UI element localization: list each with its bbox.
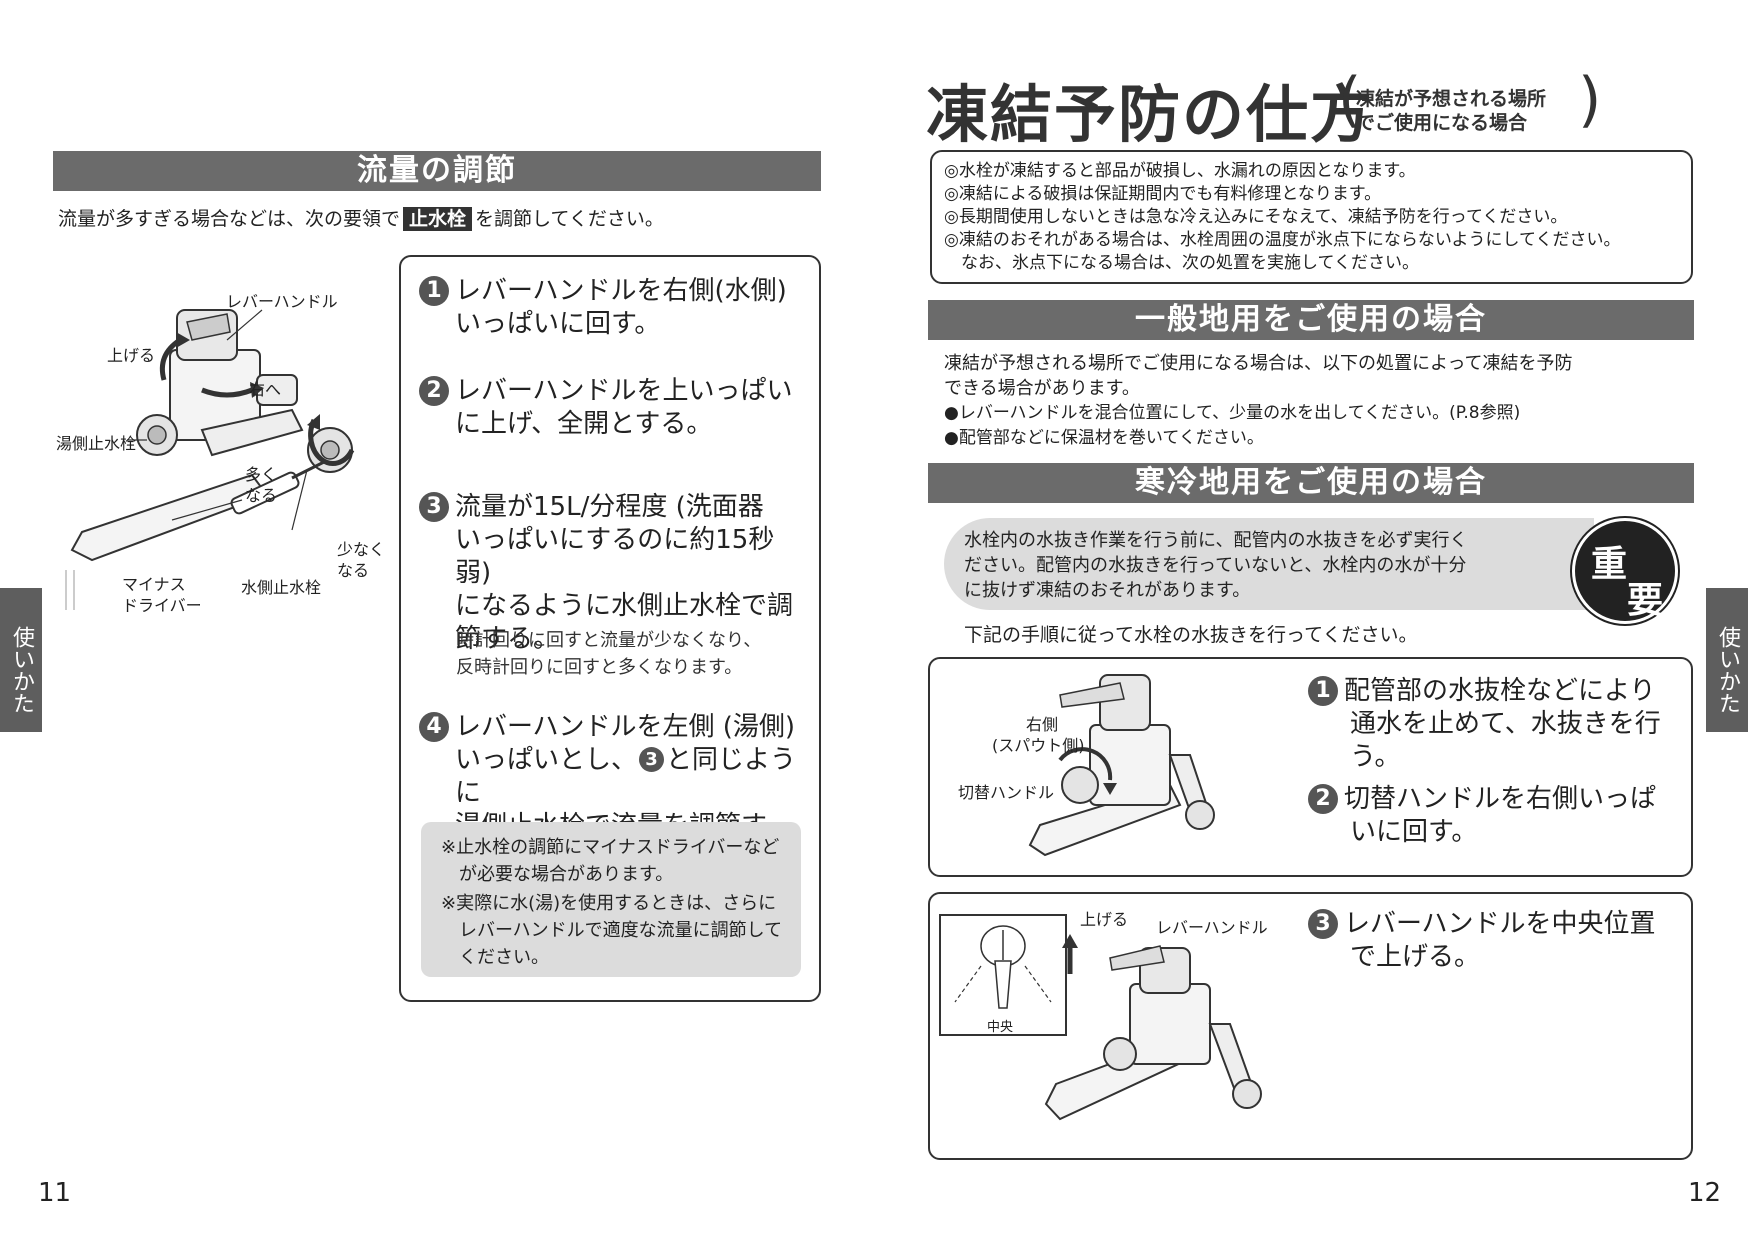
label-raise-2: 上げる [1080,910,1129,929]
step-text: 通水を止めて、水抜きを行 [1350,709,1661,739]
warning-line: ◎長期間使用しないときは急な冷え込みにそなえて、凍結予防を行ってください。 [944,207,1568,227]
step-text: で上げる。 [1350,942,1481,972]
important-notice: 水栓内の水抜き作業を行う前に、配管内の水抜きを必ず実行く ださい。配管内の水抜き… [944,518,1594,610]
badge-char-2: 要 [1627,580,1664,621]
step-number: 4 [419,712,449,742]
step-text: 配管部の水抜栓などにより [1344,676,1656,706]
step-note-line: 時計回りに回すと流量が少なくなり、 [456,630,762,651]
label-screwdriver-2: ドライバー [122,596,202,615]
section-title-flow-adjust: 流量の調節 [53,151,821,191]
warning-line: ◎凍結による破損は保証期間内でも有料修理となります。 [944,184,1382,204]
step-text: いっぱいに回す。 [455,309,661,339]
subtitle-line-2: でご使用になる場合 [1356,112,1528,134]
note-line: ※実際に水(湯)を使用するときは、さらにレバーハンドルで適度な流量に調節してくだ… [441,893,783,968]
follow-instructions: 下記の手順に従って水栓の水抜きを行ってください。 [964,624,1418,646]
faucet-illustration-left [65,309,355,610]
step-note-line: 反時計回りに回すと多くなります。 [456,657,743,678]
step-number: 2 [1308,784,1338,814]
side-tab-left: 使いかた [0,588,42,732]
general-line: ●配管部などに保温材を巻いてください。 [944,428,1264,448]
step-text: と同じように [455,745,797,808]
page-number-left: 11 [38,1178,72,1208]
label-switch-handle: 切替ハンドル [958,783,1055,802]
step-text: レバーハンドルを左側 (湯側) [455,712,796,742]
side-tab-right: 使いかた [1706,588,1748,732]
step-3-note: 時計回りに回すと流量が少なくなり、 反時計回りに回すと多くなります。 [456,627,806,681]
general-line: ●レバーハンドルを混合位置にして、少量の水を出してください。(P.8参照) [944,403,1521,423]
warning-line: ◎水栓が凍結すると部品が破損し、水漏れの原因となります。 [944,161,1416,181]
warning-line: ◎凍結のおそれがある場合は、水栓周囲の温度が氷点下にならないようにしてください。 [944,230,1621,250]
important-badge: 重 要 [1572,518,1678,624]
intro-text: 流量が多すぎる場合などは、次の要領で止水栓を調節してください。 [58,206,664,232]
intro-after: を調節してください。 [475,208,664,230]
label-lever-handle-2: レバーハンドル [1156,918,1268,937]
warning-box: ◎水栓が凍結すると部品が破損し、水漏れの原因となります。 ◎凍結による破損は保証… [930,150,1693,284]
general-line: 凍結が予想される場所でご使用になる場合は、以下の処置によって凍結を予防 [944,353,1573,374]
label-right-side: 右側 [1026,715,1059,734]
subtitle-line-1: 凍結が予想される場所 [1356,88,1547,110]
step-text: いっぱいとし、 [455,745,638,775]
important-line: ださい。配管内の水抜きを行っていないと、水栓内の水が十分 [964,555,1467,576]
step-text: レバーハンドルを中央位置 [1344,909,1656,939]
label-less-1: 少なく [337,540,386,559]
step-number: 2 [419,376,449,406]
lever-position-diagram [954,925,1052,1009]
label-raise: 上げる [107,346,156,365]
paren-left: ( [1338,65,1362,135]
section-title-general: 一般地用をご使用の場合 [928,300,1694,340]
general-line: できる場合があります。 [944,378,1140,399]
label-right: 右へ [249,380,282,399]
step-text: レバーハンドルを上いっぱい [455,376,793,406]
section-title-cold-region: 寒冷地用をご使用の場合 [928,463,1694,503]
step-text: 切替ハンドルを右側いっぱ [1344,784,1657,814]
step-text: に上げ、全開とする。 [455,409,713,439]
note-line: ※止水栓の調節にマイナスドライバーなどが必要な場合があります。 [441,837,780,885]
label-less-2: なる [337,561,370,580]
page-title: 凍結予防の仕方 [926,78,1375,151]
label-screwdriver-1: マイナス [122,575,186,594]
badge-char-1: 重 [1591,544,1628,585]
step-text: いっぱいにするのに約15秒弱) [455,525,775,588]
step-number: 1 [419,276,449,306]
step-text: 節する。 [455,624,560,654]
label-spout-side: (スパウト側) [992,736,1085,755]
note-box: ※止水栓の調節にマイナスドライバーなどが必要な場合があります。 ※実際に水(湯)… [421,822,801,977]
intro-before: 流量が多すぎる場合などは、次の要領で [58,208,401,230]
step-text: いに回す。 [1350,817,1478,847]
page-number-right: 12 [1688,1178,1722,1208]
label-more-1: 多く [245,465,278,484]
step-text: う。 [1350,742,1401,772]
intro-highlight: 止水栓 [403,207,473,231]
step-number: 1 [1308,676,1338,706]
label-more-2: なる [245,486,278,505]
paren-right: ) [1578,65,1602,135]
important-line: に抜けず凍結のおそれがあります。 [964,580,1251,601]
important-line: 水栓内の水抜き作業を行う前に、配管内の水抜きを必ず実行く [964,530,1468,551]
label-lever-handle: レバーハンドル [226,292,338,311]
faucet-illustration-switch [1028,674,1215,857]
label-cold-valve: 水側止水栓 [241,578,322,597]
step-number: 3 [419,492,449,522]
general-text: 凍結が予想される場所でご使用になる場合は、以下の処置によって凍結を予防 できる場… [944,351,1684,451]
label-center: 中央 [987,1020,1014,1035]
step-number: 3 [1308,909,1338,939]
warning-line: なお、氷点下になる場合は、次の処置を実施してください。 [944,253,1419,273]
step-text: になるように水側止水栓で調 [455,591,794,621]
step-text: 流量が15L/分程度 (洗面器 [455,492,764,522]
step-ref-number: 3 [639,747,665,772]
label-hot-valve: 湯側止水栓 [56,434,137,453]
lever-position-inset: 中央 [939,914,1067,1036]
step-text: レバーハンドルを右側(水側) [455,276,787,306]
faucet-illustration-lever [1044,934,1262,1121]
